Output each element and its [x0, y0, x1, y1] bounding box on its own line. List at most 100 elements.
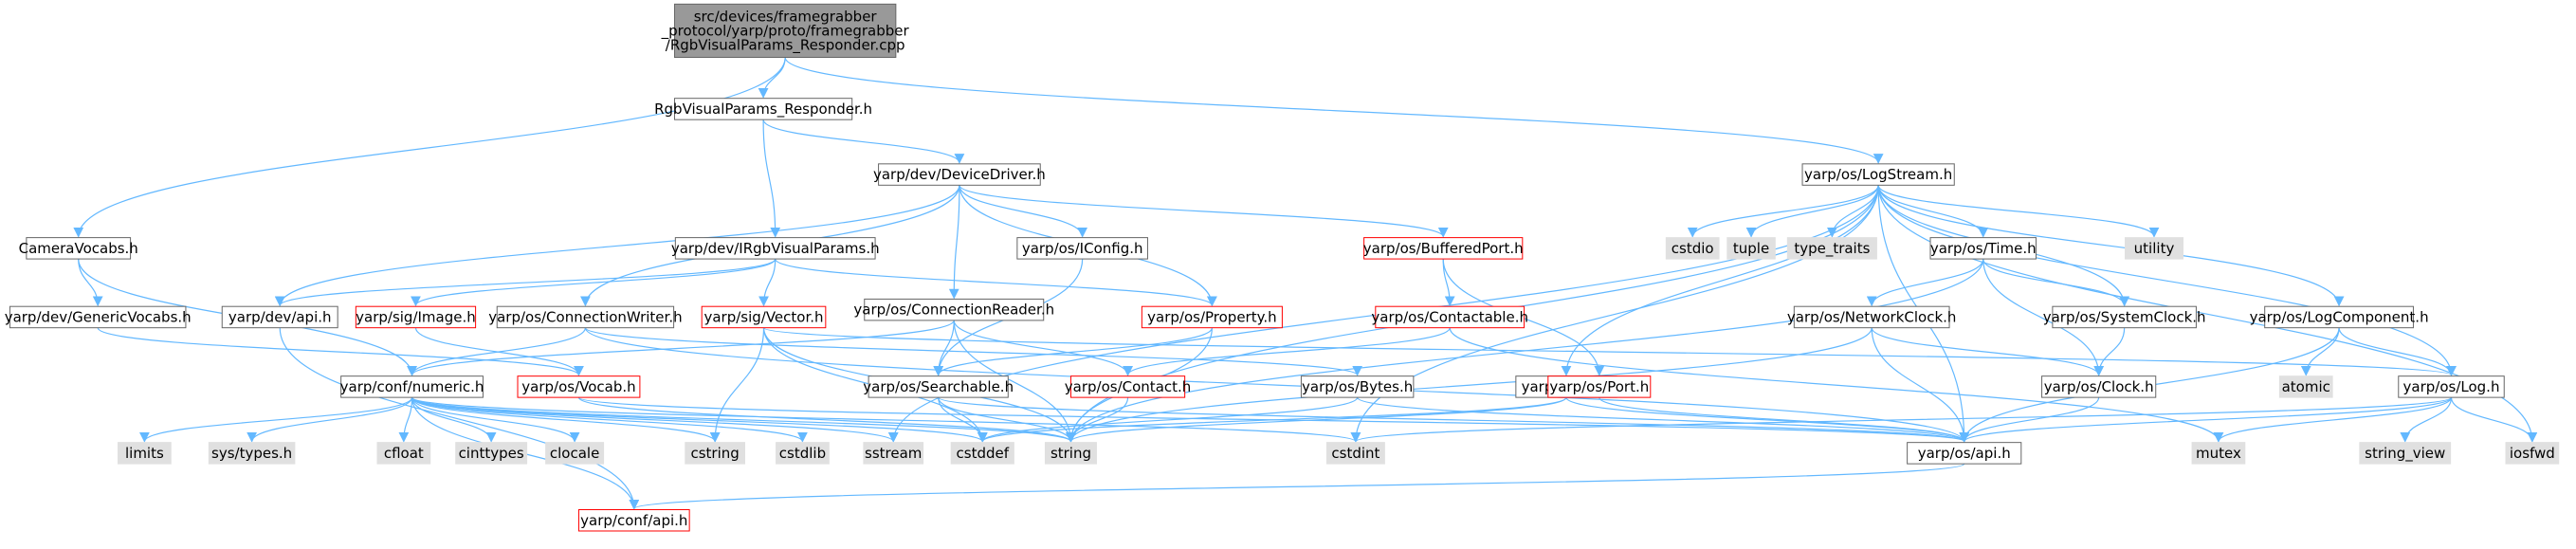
node-box-cinttypes [455, 442, 528, 465]
node-label-searchable: yarp/os/Searchable.h [863, 378, 1014, 395]
edge-oslog-to-mutex [2213, 396, 2453, 443]
node-label-port: yarp/os/Port.h [1549, 378, 1649, 395]
node-irgbvisual[interactable]: yarp/dev/IRgbVisualParams.h [671, 237, 880, 260]
node-box-iconfig [1016, 237, 1148, 260]
node-ostime[interactable]: yarp/os/Time.h [1929, 237, 2037, 260]
node-osapi[interactable]: yarp/os/api.h [1907, 442, 2022, 465]
node-label-logstream: yarp/os/LogStream.h [1804, 166, 1952, 183]
node-label-atomic: atomic [2282, 378, 2330, 395]
node-label-irgbvisual: yarp/dev/IRgbVisualParams.h [671, 240, 880, 257]
node-label-clocale: clocale [550, 445, 599, 462]
node-logcomponent[interactable]: yarp/os/LogComponent.h [2250, 305, 2429, 329]
node-label-root-line-0: src/devices/framegrabber [694, 8, 878, 25]
node-connreader[interactable]: yarp/os/ConnectionReader.h [853, 298, 1054, 321]
node-cstdio: cstdio [1665, 237, 1720, 260]
node-box-oslog [2398, 375, 2505, 398]
edge-logstream-to-cstdio [1687, 185, 1879, 238]
edge-logstream-to-ostime [1877, 185, 1989, 238]
node-label-iconfig: yarp/os/IConfig.h [1022, 240, 1143, 257]
node-label-logcomponent: yarp/os/LogComponent.h [2250, 308, 2429, 325]
node-limits: limits [118, 442, 172, 465]
node-label-mutex: mutex [2196, 445, 2241, 462]
node-systemclock[interactable]: yarp/os/SystemClock.h [2043, 305, 2206, 329]
node-label-root-line-2: /RgbVisualParams_Responder.cpp [666, 37, 905, 55]
node-numeric[interactable]: yarp/conf/numeric.h [340, 375, 484, 398]
node-label-property: yarp/os/Property.h [1147, 308, 1276, 325]
node-label-string: string [1050, 445, 1091, 462]
node-label-cinttypes: cinttypes [459, 445, 524, 462]
node-box-logstream [1801, 163, 1955, 186]
node-root[interactable]: src/devices/framegrabber_protocol/yarp/p… [661, 3, 910, 58]
edge-osvocab-to-string [577, 396, 1076, 443]
edge-oslog-to-string_view [2400, 397, 2453, 443]
node-contact[interactable]: yarp/os/Contact.h [1065, 375, 1192, 398]
node-port[interactable]: yarp/os/Port.h [1547, 375, 1652, 398]
edge-numeric-to-clocale [411, 396, 580, 443]
edge-connwriter-to-osapi [584, 327, 1969, 443]
edge-sigvector-to-cstring [709, 327, 765, 443]
edge-contactable-to-contact [1123, 327, 1451, 376]
node-box-root [673, 3, 897, 58]
node-confapi[interactable]: yarp/conf/api.h [577, 509, 690, 532]
edge-ostime-to-networkclock [1866, 258, 1984, 307]
node-box-osapi [1907, 442, 2022, 465]
node-devicedriver[interactable]: yarp/dev/DeviceDriver.h [873, 163, 1046, 186]
edge-bytes-to-osapi [1357, 396, 1969, 443]
node-searchable[interactable]: yarp/os/Searchable.h [863, 375, 1014, 398]
node-box-sigvector [701, 305, 827, 329]
node-label-cameravocabs: CameraVocabs.h [19, 240, 138, 257]
node-iconfig[interactable]: yarp/os/IConfig.h [1016, 237, 1148, 260]
edge-networkclock-to-osapi [1871, 327, 1970, 443]
node-connwriter[interactable]: yarp/os/ConnectionWriter.h [488, 305, 683, 329]
edge-devicedriver-to-devapi [274, 185, 960, 307]
node-box-clock [2041, 375, 2157, 398]
node-box-devicedriver [878, 163, 1041, 186]
node-box-bytes [1300, 375, 1415, 398]
node-box-contactable [1375, 305, 1526, 329]
node-oslog[interactable]: yarp/os/Log.h [2398, 375, 2505, 398]
node-label-cstddef: cstddef [957, 445, 1010, 462]
node-label-oslog: yarp/os/Log.h [2403, 378, 2500, 395]
node-genericvocabs[interactable]: yarp/dev/GenericVocabs.h [5, 305, 192, 329]
node-cstdint: cstdint [1325, 442, 1385, 465]
node-rvp_resp_h[interactable]: RgbVisualParams_Responder.h [654, 98, 872, 120]
node-devapi[interactable]: yarp/dev/api.h [221, 305, 338, 329]
node-label-cfloat: cfloat [384, 445, 424, 462]
edge-port-to-osapi [1599, 396, 1969, 443]
edge-logstream-to-logcomponent [1877, 185, 2345, 307]
node-label-ostime: yarp/os/Time.h [1930, 240, 2037, 257]
node-box-bufferedport [1363, 237, 1524, 260]
node-cameravocabs[interactable]: CameraVocabs.h [19, 237, 138, 260]
node-contactable[interactable]: yarp/os/Contactable.h [1371, 305, 1528, 329]
node-box-confapi [577, 509, 690, 532]
node-bufferedport[interactable]: yarp/os/BufferedPort.h [1363, 237, 1524, 260]
node-clock[interactable]: yarp/os/Clock.h [2041, 375, 2157, 398]
node-osvocab[interactable]: yarp/os/Vocab.h [517, 375, 641, 398]
node-box-cfloat [376, 442, 431, 465]
node-box-searchable [868, 375, 1009, 398]
node-label-systypes: sys/types.h [211, 445, 292, 462]
node-box-cstring [685, 442, 745, 465]
node-sigimage[interactable]: yarp/sig/Image.h [355, 305, 477, 329]
node-label-osapi: yarp/os/api.h [1918, 445, 2011, 462]
edge-contactable-to-mutex [1449, 327, 2224, 443]
node-bytes[interactable]: yarp/os/Bytes.h [1300, 375, 1415, 398]
node-property[interactable]: yarp/os/Property.h [1141, 305, 1283, 329]
edge-numeric-to-cstdint [411, 396, 1361, 443]
edge-numeric-to-sstream [411, 396, 899, 443]
node-logstream[interactable]: yarp/os/LogStream.h [1801, 163, 1955, 186]
node-sigvector[interactable]: yarp/sig/Vector.h [701, 305, 827, 329]
edge-osos-to-cstddef [977, 396, 1567, 443]
node-cstddef: cstddef [950, 442, 1014, 465]
edge-ostime-to-systemclock [1982, 258, 2129, 307]
edge-rvp_resp_h-to-irgbvisual [762, 119, 781, 238]
node-label-cstdint: cstdint [1331, 445, 1379, 462]
node-mutex: mutex [2191, 442, 2246, 465]
node-label-bufferedport: yarp/os/BufferedPort.h [1363, 240, 1524, 257]
node-box-clocale [545, 442, 605, 465]
node-networkclock[interactable]: yarp/os/NetworkClock.h [1787, 305, 1957, 329]
node-box-property [1141, 305, 1283, 329]
edge-cameravocabs-to-genericvocabs [78, 259, 103, 307]
nodes-layer: src/devices/framegrabber_protocol/yarp/p… [5, 3, 2560, 532]
node-box-cameravocabs [26, 237, 132, 260]
